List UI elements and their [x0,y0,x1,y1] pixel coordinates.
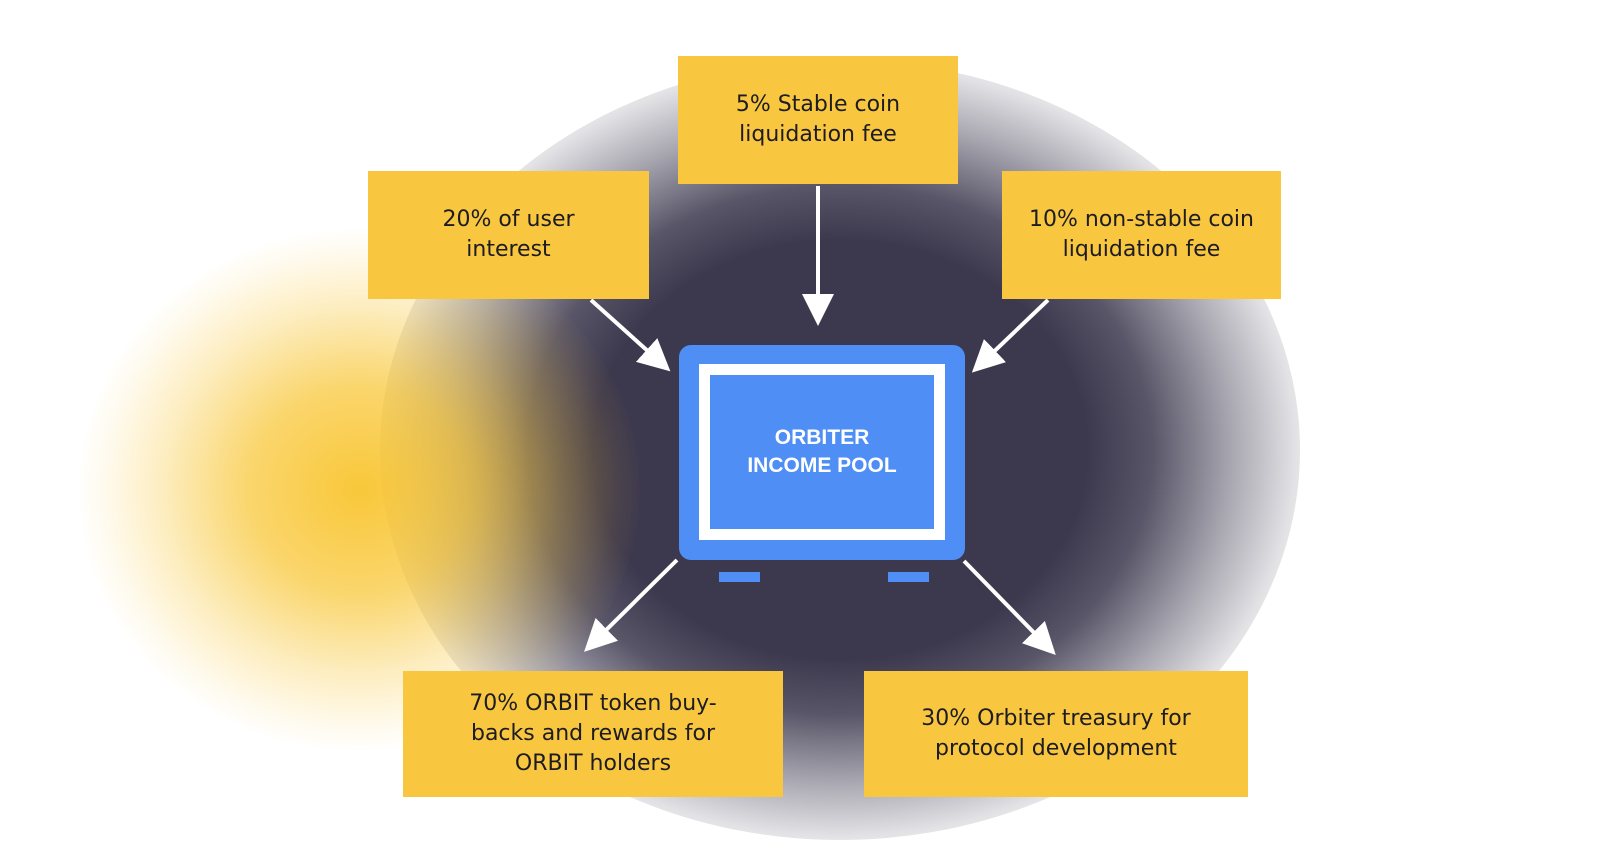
arrow-left-to-pool [589,298,671,372]
monitor-foot-right [888,572,929,582]
income-pool-label: ORBITER INCOME POOL [747,426,897,477]
source-non-stable-coin-fee-label: 10% non-stable coin liquidation fee [1029,207,1254,262]
output-treasury-label: 30% Orbiter treasury for protocol develo… [921,706,1191,761]
source-user-interest: 20% of user interest [368,171,649,299]
monitor-screen-frame: ORBITER INCOME POOL [699,364,945,540]
monitor-screen: ORBITER INCOME POOL [710,375,934,529]
income-pool-monitor-icon: ORBITER INCOME POOL [679,345,965,560]
source-stable-coin-fee-label: 5% Stable coin liquidation fee [735,92,901,147]
arrow-pool-to-bottom-right [962,559,1056,656]
source-non-stable-coin-fee: 10% non-stable coin liquidation fee [1002,171,1281,299]
source-user-interest-label: 20% of user interest [442,207,575,262]
source-stable-coin-fee: 5% Stable coin liquidation fee [678,56,958,184]
output-treasury: 30% Orbiter treasury for protocol develo… [864,671,1248,797]
arrow-pool-to-bottom-left [584,558,679,652]
monitor-foot-left [719,572,760,582]
output-token-buybacks: 70% ORBIT token buy- backs and rewards f… [403,671,783,797]
output-token-buybacks-label: 70% ORBIT token buy- backs and rewards f… [469,691,717,776]
arrow-right-to-pool [971,298,1050,373]
yellow-glow-background [80,230,640,750]
